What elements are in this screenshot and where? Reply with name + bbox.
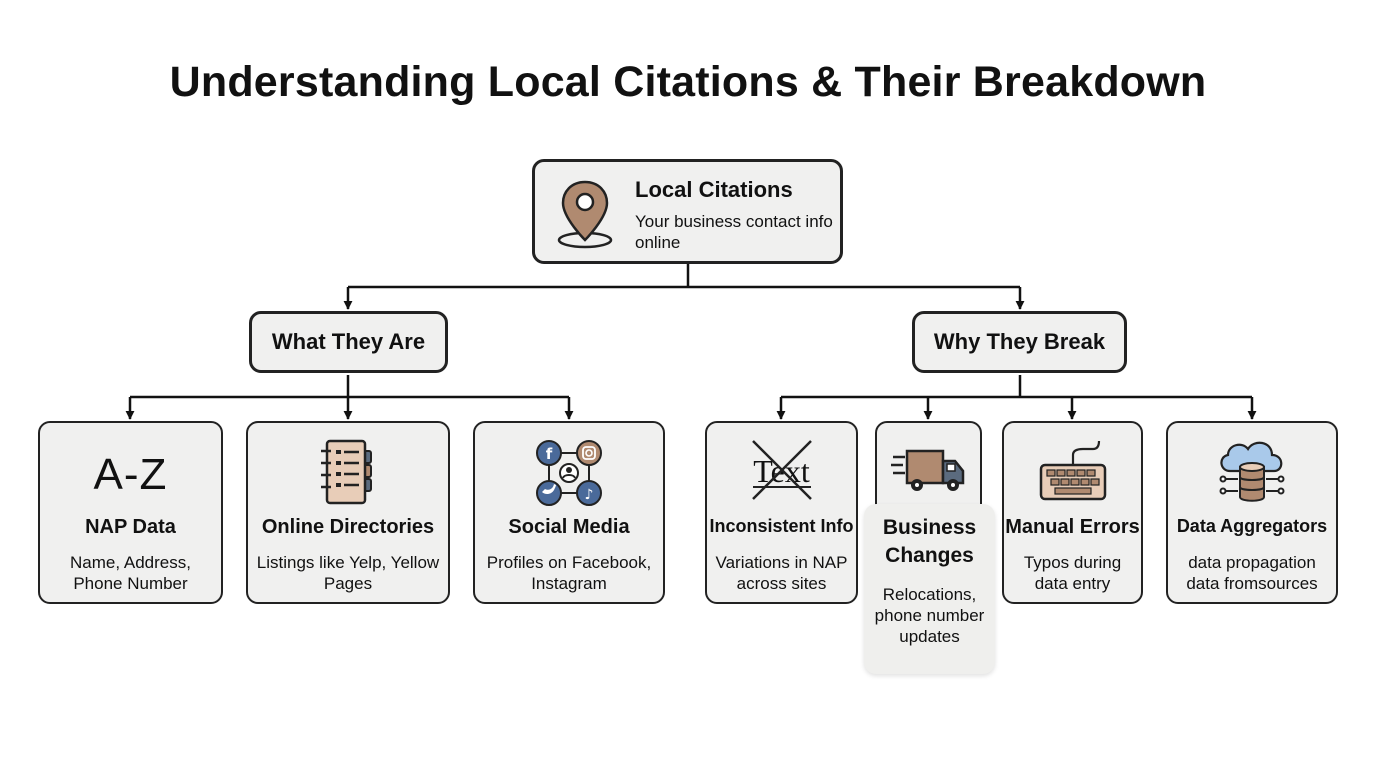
leaf-manual-errors: Manual Errors Typos during data entry <box>1002 421 1143 604</box>
leaf-heading: Business Changes <box>882 516 977 567</box>
a-z-glyph: A-Z <box>93 450 168 499</box>
leaf-description: Profiles on Facebook, Instagram <box>486 553 652 593</box>
root-heading: Local Citations <box>635 177 793 202</box>
leaf-heading: NAP Data <box>85 516 176 538</box>
map-pin-icon <box>557 178 621 255</box>
svg-text:f: f <box>546 445 553 463</box>
leaf-heading: Inconsistent Info <box>709 516 854 536</box>
node-why-they-break: Why They Break <box>912 311 1127 373</box>
directory-book-icon <box>248 437 448 507</box>
node-label: What They Are <box>271 329 426 354</box>
diagram-title: Understanding Local Citations & Their Br… <box>169 58 1207 106</box>
leaf-description: Listings like Yelp, Yellow Pages <box>256 553 440 593</box>
leaf-heading: Social Media <box>508 516 630 538</box>
root-description: Your business contact info online <box>635 212 833 252</box>
root-node-local-citations: Local Citations Your business contact in… <box>532 159 843 264</box>
moving-truck-icon <box>877 445 980 497</box>
leaf-nap-data: A-Z NAP Data Name, Address, Phone Number <box>38 421 223 604</box>
cloud-database-icon <box>1168 437 1336 503</box>
leaf-inconsistent-info: Text Inconsistent Info Variations in NAP… <box>705 421 858 604</box>
leaf-description: Typos during data entry <box>1023 553 1122 593</box>
leaf-description: Variations in NAP across sites <box>715 553 848 593</box>
leaf-heading: Data Aggregators <box>1176 516 1328 536</box>
crossed-text-icon: Text <box>707 437 856 503</box>
leaf-social-media: f ♪ Social Media Profiles on Facebook, I… <box>473 421 665 604</box>
keyboard-icon <box>1004 437 1141 503</box>
social-network-icon: f ♪ <box>475 437 663 509</box>
leaf-description: Name, Address, Phone Number <box>70 553 191 593</box>
node-label: Why They Break <box>933 329 1106 354</box>
leaf-heading: Online Directories <box>261 516 435 538</box>
a-z-icon: A-Z <box>40 453 221 497</box>
leaf-description: data propagation data fromsources <box>1186 553 1318 593</box>
leaf-business-changes: Business Changes Relocations, phone numb… <box>864 504 995 674</box>
svg-text:♪: ♪ <box>585 487 594 503</box>
leaf-heading: Manual Errors <box>1005 516 1140 538</box>
node-what-they-are: What They Are <box>249 311 448 373</box>
leaf-online-directories: Online Directories Listings like Yelp, Y… <box>246 421 450 604</box>
leaf-data-aggregators: Data Aggregators data propagation data f… <box>1166 421 1338 604</box>
leaf-description: Relocations, phone number updates <box>874 585 985 646</box>
